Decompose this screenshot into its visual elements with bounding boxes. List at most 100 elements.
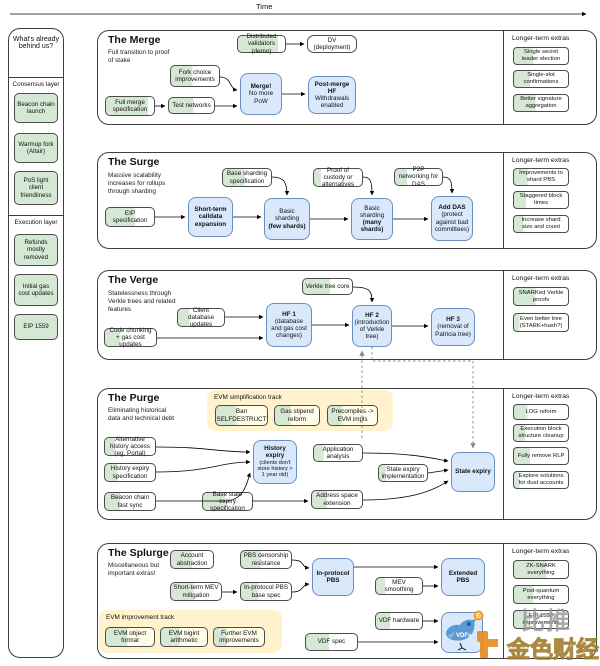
extra-single-slot-confirmations: Single-slot confirmations xyxy=(513,70,569,88)
time-axis-label: Time xyxy=(256,2,273,11)
merge-title: The Merge xyxy=(108,34,161,46)
sidebar-group-execution: Execution layer xyxy=(14,219,58,226)
box-code-chunking: Code chunking + gas cost updates xyxy=(104,327,157,348)
box-proof-of-custody: Proof of custody or alternatives xyxy=(313,167,363,188)
box-address-space-extension: Address space extension xyxy=(311,490,363,509)
watermark-logo xyxy=(477,631,498,658)
watermark-bitpush: 比推 xyxy=(521,608,571,635)
verge-title: The Verge xyxy=(108,274,159,286)
box-eip-specification: EIP specification xyxy=(105,207,155,227)
sidebar-title: What's already behind us? xyxy=(12,36,60,50)
verge-extras-divider xyxy=(503,270,504,360)
svg-text:Ð: Ð xyxy=(476,613,481,620)
box-history-expiry-spec: History expiry specification xyxy=(104,463,156,482)
box-vdf-hardware: VDF hardware xyxy=(375,612,423,630)
box-refunds-removed: Refunds mostly removed xyxy=(14,234,58,266)
box-alternative-history-access: Alternative history access (eg. Portal) xyxy=(104,436,156,457)
surge-subtitle: Massive scalability increases for rollup… xyxy=(108,172,166,195)
milestone-short-term-calldata: Short-term calldata expansion xyxy=(188,197,233,237)
milestone-basic-sharding-many: Basic sharding (many shards) xyxy=(351,198,393,240)
purge-title: The Purge xyxy=(108,392,160,404)
box-mev-smoothing: MEV smoothing xyxy=(375,577,423,595)
twitter-bird-icon: VDFs xyxy=(446,619,476,651)
extra-improvements-shard-pbs: Improvements to shard PBS xyxy=(513,168,569,186)
extra-fully-remove-rlp: Fully remove RLP xyxy=(513,447,569,465)
box-application-analysis: Application analysis xyxy=(313,444,363,462)
extra-even-better-tree: Even better tree (STARK+hash?) xyxy=(513,313,569,332)
box-beacon-chain-fast-sync: Beacon chain fast sync xyxy=(104,492,156,511)
box-fork-choice-improvements: Fork choice improvements xyxy=(170,65,220,87)
extra-dust-accounts: Explore solutions for dust accounts xyxy=(513,471,569,489)
extra-increase-shard-size: Increase shard size and count xyxy=(513,215,569,233)
extra-zk-snark-everything: ZK-SNARK everything xyxy=(513,560,569,579)
extra-staggered-block-times: Staggered block times xyxy=(513,191,569,209)
milestone-vdfs: VDFs Ð xyxy=(441,610,484,653)
extra-snarked-verkle-proofs: SNARKed Verkle proofs xyxy=(513,287,569,306)
sidebar-divider-1 xyxy=(8,77,64,78)
box-evm-object-format: EVM object format xyxy=(105,627,155,647)
box-pbs-censorship-resistance: PBS censorship resistance xyxy=(240,550,292,569)
box-base-sharding-spec: Base sharding specification xyxy=(222,168,272,187)
box-full-merge-specification: Full merge specification xyxy=(105,96,155,116)
extra-single-secret-leader-election: Single secret leader election xyxy=(513,47,569,65)
extra-post-quantum-everything: Post-quantum everything xyxy=(513,585,569,604)
verge-subtitle: Statelessness through Verkle trees and r… xyxy=(108,290,176,313)
box-state-expiry-implementation: State expiry implementation xyxy=(378,464,428,482)
box-evm-bigint: EVM bigint arithmetic xyxy=(160,627,208,647)
box-precompiles-evm-impls: Precompiles -> EVM impls xyxy=(327,405,378,426)
milestone-hf1: HF 1 (database and gas cost changes) xyxy=(266,303,312,347)
box-verkle-tree-core: Verkle tree core xyxy=(302,278,353,295)
extra-execution-block-cleanup: Execution block structure cleanup xyxy=(513,424,569,442)
sidebar-divider-2 xyxy=(8,215,64,216)
box-account-abstraction: Account abstraction xyxy=(170,550,214,569)
box-dv-deployment: DV (deployment) xyxy=(307,35,357,53)
extra-eip-1559-improvements: EIP 1559 improvements xyxy=(513,610,569,629)
evm-simplification-track-label: EVM simplification track xyxy=(214,394,282,401)
milestone-state-expiry: State expiry xyxy=(451,452,495,492)
box-short-term-mev-mitigation: Short-term MEV mitigation xyxy=(170,582,222,601)
box-ban-selfdestruct: Ban SELFDESTRUCT xyxy=(215,405,268,426)
svg-text:VDFs: VDFs xyxy=(456,633,472,639)
milestone-in-protocol-pbs: In-protocol PBS xyxy=(312,558,354,596)
milestone-extended-pbs: Extended PBS xyxy=(441,558,485,596)
box-beacon-chain-launch: Beacon chain launch xyxy=(14,93,58,123)
splurge-subtitle: Miscellaneous but important extras! xyxy=(108,562,160,577)
watermark-golden-finance: 金色财经 xyxy=(507,636,600,663)
evm-improvement-track-label: EVM improvement track xyxy=(106,614,175,621)
box-client-database-updates: Client database updates xyxy=(177,307,225,328)
box-initial-gas-cost: Initial gas cost updates xyxy=(14,274,58,306)
purge-subtitle: Eliminating historical data and technica… xyxy=(108,407,175,422)
sidebar-group-consensus: Consensus layer xyxy=(12,81,60,88)
extra-better-signature-aggregation: Better signature aggregation xyxy=(513,94,569,112)
milestone-post-merge-hf: Post-merge HF Withdrawals enabled xyxy=(308,76,356,114)
surge-extras-title: Longer-term extras xyxy=(512,157,570,164)
milestone-add-das: Add DAS (protect against bad committees) xyxy=(431,196,473,241)
box-in-protocol-pbs-base-spec: In-protocol PBS base spec xyxy=(240,582,292,601)
box-vdf-spec: VDF spec xyxy=(305,633,358,651)
milestone-merge: Merge! No more PoW xyxy=(240,73,282,115)
surge-extras-divider xyxy=(503,152,504,249)
box-p2p-networking-das: P2P networking for DAS xyxy=(394,166,443,188)
splurge-extras-title: Longer-term extras xyxy=(512,548,570,555)
milestone-history-expiry: History expiry (clients don't store hist… xyxy=(253,440,297,484)
merge-subtitle: Full transition to proof of stake xyxy=(108,49,170,64)
milestone-hf3: HF 3 (removal of Patricia tree) xyxy=(431,308,475,346)
box-warmup-fork-altair: Warmup fork (Altair) xyxy=(14,133,58,163)
box-gas-stipend-reform: Gas stipend reform xyxy=(274,405,320,426)
merge-extras-title: Longer-term extras xyxy=(512,35,570,42)
box-test-networks: Test networks xyxy=(168,97,215,114)
splurge-extras-divider xyxy=(503,543,504,659)
splurge-title: The Splurge xyxy=(108,547,169,559)
box-base-state-expiry-spec: Base state expiry specification xyxy=(202,491,253,512)
box-distributed-validators: Distributed validators (demo) xyxy=(237,33,286,55)
box-further-evm-improvements: Further EVM improvements xyxy=(213,627,265,647)
coin-icon: Ð xyxy=(473,610,484,621)
merge-extras-divider xyxy=(503,30,504,125)
purge-extras-title: Longer-term extras xyxy=(512,393,570,400)
box-eip-1559: EIP 1559 xyxy=(14,314,58,340)
surge-title: The Surge xyxy=(108,156,160,168)
milestone-hf2: HF 2 (introduction of Verkle tree) xyxy=(352,305,392,347)
box-pos-light-client: PoS light client friendliness xyxy=(14,171,58,205)
verge-extras-title: Longer-term extras xyxy=(512,275,570,282)
